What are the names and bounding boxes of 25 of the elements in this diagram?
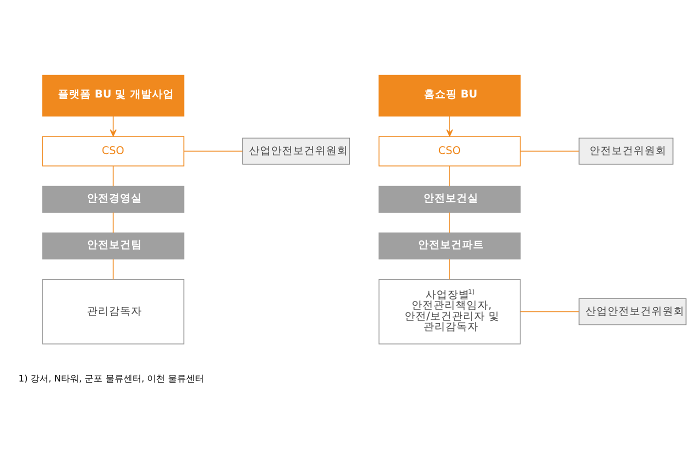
node-box: 산업안전보건위원회: [242, 137, 350, 164]
arrow: [446, 115, 453, 136]
connector: [112, 258, 114, 280]
connector: [112, 212, 114, 233]
node-box: 사업장별$^{1)}$ 안전관리책임자, 안전/보건관리자 및 관리감독자: [378, 278, 521, 344]
node-box: 안전보건실: [378, 185, 521, 212]
node-box: 안전보건위원회: [578, 137, 674, 164]
connector: [520, 150, 580, 152]
connector: [449, 165, 450, 186]
node-box: 안전보건팀: [42, 232, 184, 259]
connector: [449, 258, 450, 280]
node-box: CSO: [378, 136, 521, 166]
node-box: CSO: [42, 136, 184, 166]
node-box: 산업안전보건위원회: [578, 298, 686, 325]
node-box: 안전경영실: [42, 185, 184, 212]
connector: [184, 150, 243, 152]
node-box: 관리감독자: [42, 278, 184, 344]
connector: [449, 212, 450, 233]
node-box: 플랫폼 BU 및 개발사업: [42, 74, 184, 116]
arrow: [110, 115, 117, 136]
connector: [112, 165, 114, 186]
node-box: 안전보건파트: [378, 232, 521, 259]
node-box: 홈쇼핑 BU: [378, 74, 521, 116]
label: 1) 강서, N타워, 군포 물류센터, 이천 물류센터: [18, 374, 204, 384]
connector: [520, 310, 580, 312]
